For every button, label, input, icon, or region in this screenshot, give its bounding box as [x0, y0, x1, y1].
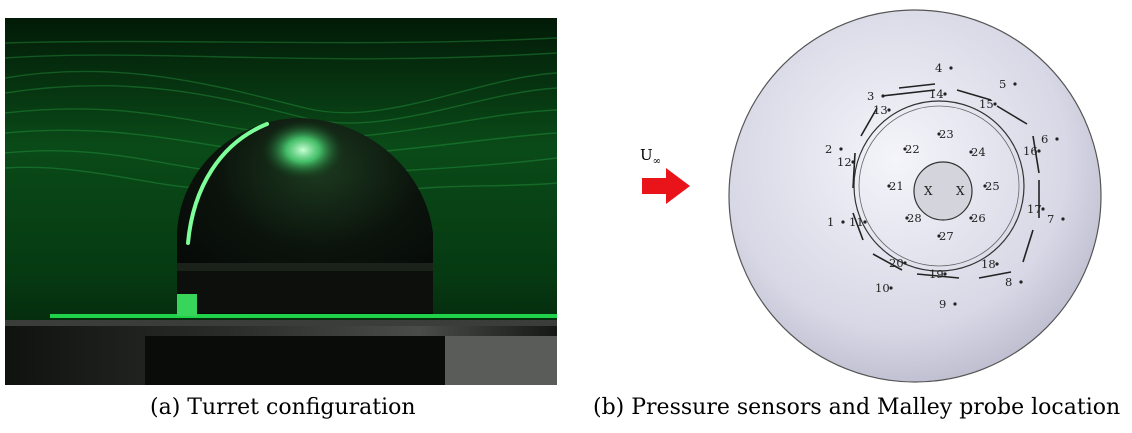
sensor-dot-17: [1041, 207, 1045, 211]
caption-pressure-sensors: (b) Pressure sensors and Malley probe lo…: [593, 395, 1121, 420]
sensor-layout-diagram: X X 123456789101112131415161718192021222…: [728, 9, 1102, 383]
sensor-dot-15: [993, 102, 997, 106]
sensor-label-14: 14: [929, 87, 944, 101]
sensor-label-19: 19: [929, 267, 944, 281]
flow-direction-arrow: [642, 168, 690, 204]
sensor-label-11: 11: [849, 215, 864, 229]
flow-velocity-label: U∞: [640, 146, 661, 167]
sensor-label-2: 2: [825, 142, 832, 156]
sensor-dot-1: [841, 220, 845, 224]
sensor-dot-24: [969, 150, 973, 154]
sensor-dot-22: [903, 147, 907, 151]
sensor-dot-25: [983, 184, 987, 188]
sensor-dot-12: [851, 160, 855, 164]
sensor-label-15: 15: [979, 97, 994, 111]
sensor-label-12: 12: [837, 155, 852, 169]
sensor-label-20: 20: [889, 256, 904, 270]
sensor-label-23: 23: [939, 127, 954, 141]
probe-mark-left: X: [924, 184, 933, 198]
sensor-label-7: 7: [1047, 212, 1054, 226]
sensor-dot-18: [995, 262, 999, 266]
sensor-label-5: 5: [999, 77, 1006, 91]
sensor-label-9: 9: [939, 297, 946, 311]
sensor-label-3: 3: [867, 89, 874, 103]
sensor-label-24: 24: [971, 145, 986, 159]
sensor-label-25: 25: [985, 179, 1000, 193]
sensor-dot-19: [943, 272, 947, 276]
sensor-label-13: 13: [873, 103, 888, 117]
sensor-dot-6: [1055, 137, 1059, 141]
inner-ring-2: [858, 105, 1020, 267]
sensor-dot-28: [905, 216, 909, 220]
sensor-dot-10: [889, 286, 893, 290]
sensor-markers: 1234567891011121314151617181920212223242…: [825, 61, 1065, 311]
sensor-label-16: 16: [1023, 144, 1038, 158]
sensor-dot-3: [881, 94, 885, 98]
sensor-label-28: 28: [907, 211, 922, 225]
sensor-label-4: 4: [935, 61, 942, 75]
sensor-strips: [852, 83, 1040, 279]
sensor-label-21: 21: [889, 179, 904, 193]
sensor-dot-9: [953, 302, 957, 306]
sensor-dot-16: [1037, 149, 1041, 153]
sensor-label-27: 27: [939, 229, 954, 243]
sensor-label-8: 8: [1005, 275, 1012, 289]
sensor-dot-4: [949, 66, 953, 70]
sensor-dot-27: [937, 234, 941, 238]
sensor-label-26: 26: [971, 211, 986, 225]
sensor-dot-20: [903, 261, 907, 265]
sensor-dot-11: [863, 220, 867, 224]
caption-turret-configuration: (a) Turret configuration: [150, 395, 416, 420]
sensor-dot-26: [969, 216, 973, 220]
sensor-dot-21: [887, 184, 891, 188]
sensor-label-18: 18: [981, 257, 996, 271]
sensor-dot-7: [1061, 217, 1065, 221]
sensor-label-6: 6: [1041, 132, 1048, 146]
probe-window: [913, 161, 973, 221]
turret-photo: [5, 18, 557, 385]
sensor-dot-13: [887, 108, 891, 112]
sensor-label-22: 22: [905, 142, 920, 156]
sensor-dot-23: [937, 132, 941, 136]
sensor-label-17: 17: [1027, 202, 1042, 216]
probe-mark-right: X: [956, 184, 965, 198]
sensor-label-10: 10: [875, 281, 890, 295]
sensor-dot-14: [943, 92, 947, 96]
sensor-dot-2: [839, 147, 843, 151]
inner-ring: [853, 100, 1025, 272]
sensor-label-1: 1: [827, 215, 834, 229]
sensor-dot-5: [1013, 82, 1017, 86]
sensor-dot-8: [1019, 280, 1023, 284]
